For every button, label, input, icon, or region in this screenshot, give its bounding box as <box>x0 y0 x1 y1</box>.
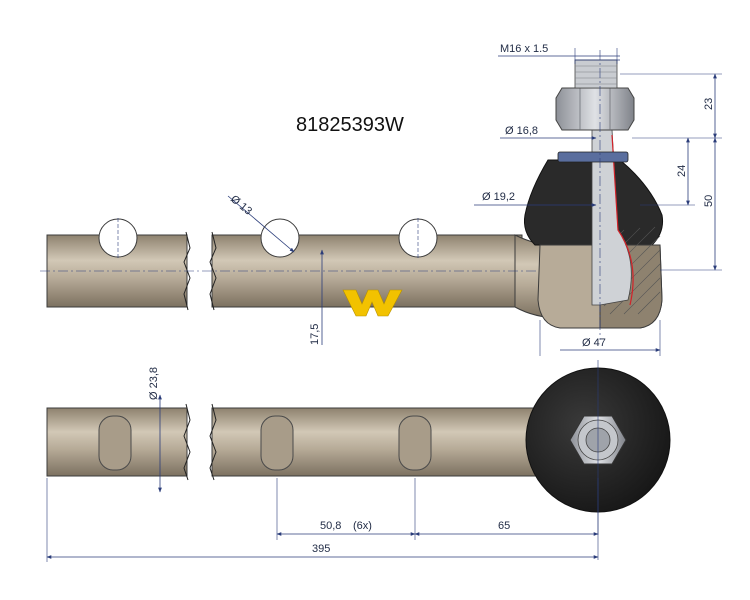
hole-slot <box>398 415 432 471</box>
hole-outline <box>260 218 300 258</box>
part-number: 81825393W <box>296 114 404 136</box>
dim-hole-count: (6x) <box>353 520 372 532</box>
dim-boot-diameter: Ø 19,2 <box>482 191 515 203</box>
dim-total-height: 50 <box>703 195 715 207</box>
dim-total-length: 395 <box>312 543 330 555</box>
dim-shaft-diameter: Ø 23,8 <box>148 367 160 400</box>
dim-thread: M16 x 1.5 <box>500 43 548 55</box>
dim-head-diameter: Ø 47 <box>582 337 606 349</box>
break-line <box>183 403 191 481</box>
side-view <box>40 50 663 340</box>
dim-hole-pitch: 50,8 <box>320 520 341 532</box>
dim-cap-height: 23 <box>703 98 715 110</box>
hole-slot <box>260 415 294 471</box>
castle-nut <box>555 87 635 131</box>
break-line <box>209 231 217 311</box>
rubber-boot <box>524 159 601 246</box>
dim-cone-diameter: Ø 16,8 <box>505 125 538 137</box>
break-line <box>209 403 217 481</box>
seal-line <box>611 134 634 306</box>
hole-slot <box>98 415 132 471</box>
dim-hole-diameter: Ø 13 <box>228 193 254 218</box>
dim-offset: 17,5 <box>309 324 321 345</box>
break-line <box>183 231 191 311</box>
thread-end <box>574 59 618 89</box>
brand-logo <box>342 289 403 317</box>
dim-body-height: 24 <box>676 165 688 177</box>
dim-head-offset: 65 <box>498 520 510 532</box>
top-view <box>46 360 671 535</box>
washer <box>557 151 629 163</box>
